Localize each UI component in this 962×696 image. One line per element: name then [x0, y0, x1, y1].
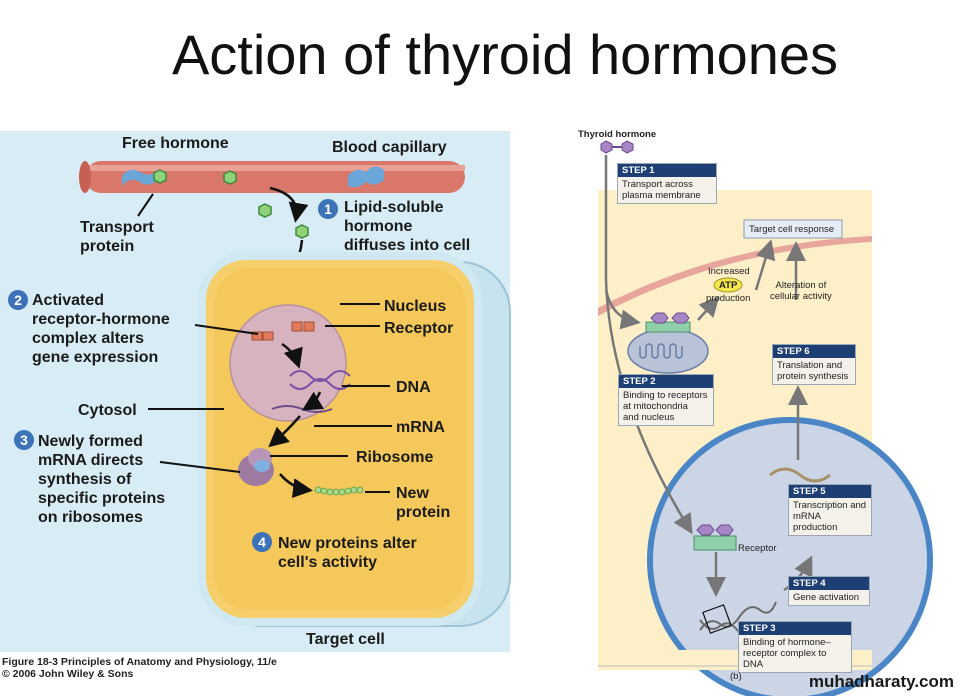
ribosome-label: Ribosome — [356, 449, 434, 466]
step-4-box: STEP 4 Gene activation — [788, 576, 870, 606]
transport-protein-label: Transport protein — [80, 219, 154, 255]
new-protein-label: New protein — [396, 485, 451, 521]
step-4-heading: STEP 4 — [789, 577, 869, 590]
target-response-box — [743, 219, 843, 239]
step-2-number: 2 — [8, 290, 28, 310]
nucleus-label: Nucleus — [384, 298, 447, 315]
transport-protein-icon — [122, 166, 384, 188]
ribosome-icon — [238, 448, 274, 486]
dna-label: DNA — [396, 379, 431, 396]
atp-oval — [713, 277, 743, 293]
step-5-heading: STEP 5 — [789, 485, 871, 498]
mrna-strand-icon — [769, 467, 831, 483]
thyroid-hormone-label: Thyroid hormone — [578, 129, 657, 140]
target-cell-label: Target cell — [306, 631, 385, 648]
nucleus — [229, 304, 347, 422]
dna-icon — [289, 370, 351, 382]
step-1-heading: STEP 1 — [618, 164, 716, 177]
cytosol-label: Cytosol — [78, 402, 137, 419]
step-6-heading: STEP 6 — [773, 345, 855, 358]
step-2-text: Binding to receptors at mitochondria and… — [623, 390, 708, 423]
figure-caption: Figure 18-3 Principles of Anatomy and Ph… — [2, 656, 277, 680]
free-hormone-label: Free hormone — [122, 135, 229, 152]
panel-b-label: (b) — [730, 671, 742, 682]
step-5-box: STEP 5 Transcription and mRNA production — [788, 484, 872, 536]
step-4-number: 4 — [252, 532, 272, 552]
alteration-label: Alteration of cellular activity — [770, 280, 832, 302]
mrna-label: mRNA — [396, 419, 445, 436]
step-2-heading: STEP 2 — [619, 375, 713, 388]
receptor-label: Receptor — [384, 320, 454, 337]
new-protein-icon — [314, 486, 364, 496]
step-4-text: Gene activation — [793, 592, 860, 603]
target-response-label: Target cell response — [749, 224, 835, 235]
increased-label: Increased — [708, 266, 750, 277]
step-3-label: Newly formed mRNA directs synthesis of s… — [38, 433, 166, 526]
step-6-box: STEP 6 Translation and protein synthesis — [772, 344, 856, 385]
thyroid-hormone-icon — [600, 140, 734, 536]
step-1-number: 1 — [318, 199, 338, 219]
step-3-number: 3 — [14, 430, 34, 450]
step-3-box: STEP 3 Binding of hormone– receptor comp… — [738, 621, 852, 673]
blood-capillary-label: Blood capillary — [332, 139, 447, 156]
step-1-text: Transport across plasma membrane — [622, 179, 701, 201]
step-2-label: Activated receptor-hormone complex alter… — [32, 292, 170, 366]
step-4-label: New proteins alter cell's activity — [278, 535, 417, 571]
watermark: muhadharaty.com — [808, 672, 954, 691]
page-title: Action of thyroid hormones — [171, 23, 839, 86]
step-3-text: Binding of hormone– receptor complex to … — [743, 637, 831, 670]
step-6-text: Translation and protein synthesis — [777, 360, 849, 382]
step-2-box: STEP 2 Binding to receptors at mitochond… — [618, 374, 714, 426]
step-1-box: STEP 1 Transport across plasma membrane — [617, 163, 717, 204]
nuclear-receptor-icon — [693, 535, 737, 551]
production-label: production — [706, 293, 751, 304]
step-1-label: Lipid-soluble hormone diffuses into cell — [344, 199, 471, 254]
receptor-label-right: Receptor — [738, 543, 777, 554]
atp-label: ATP — [719, 280, 738, 291]
step-3-heading: STEP 3 — [739, 622, 851, 635]
step-5-text: Transcription and mRNA production — [793, 500, 867, 533]
receptor-icon — [251, 321, 315, 341]
dna-helix-icon — [699, 601, 777, 631]
